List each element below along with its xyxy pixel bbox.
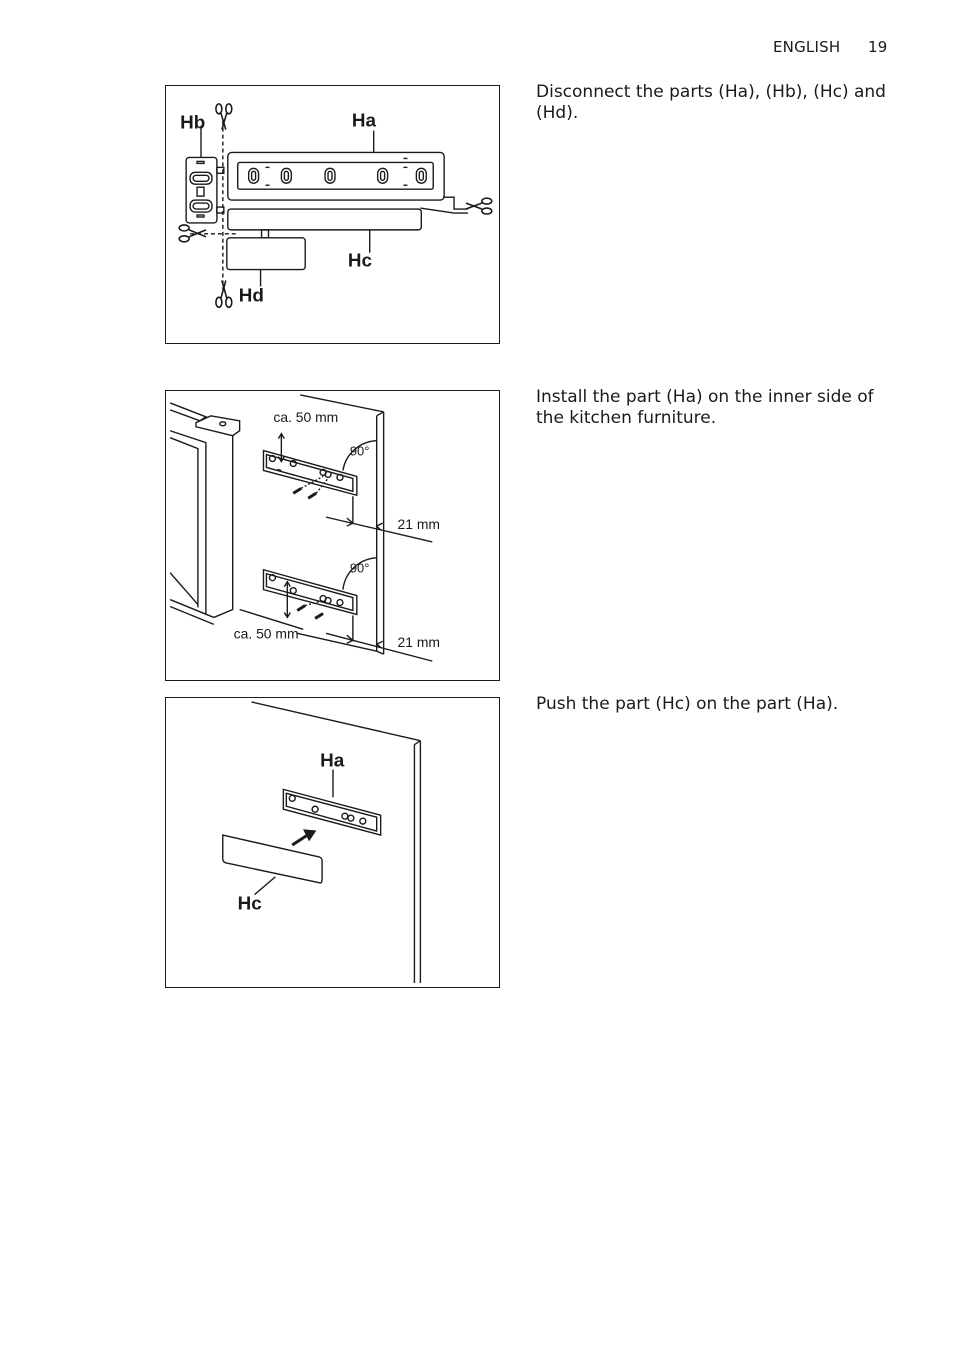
label-hc: Hc [348, 250, 372, 271]
push-part-illustration: Ha Hc [222, 701, 422, 984]
disconnect-parts-illustration: Hb Ha Hc Hd [178, 103, 493, 309]
angle-lower: 90° [350, 561, 370, 576]
dim-bottom-offset: ca. 50 mm [234, 625, 299, 641]
instruction-push: Push the part (Hc) on the part (Ha). [536, 694, 839, 714]
scissors-icon [465, 197, 493, 215]
install-part-illustration: ca. 50 mm 90° 21 mm 90° ca. 50 mm 21 mm [169, 394, 440, 662]
scissors-icon [215, 280, 233, 309]
label-hb: Hb [180, 112, 205, 133]
page-number: 19 [868, 38, 888, 56]
figure-install-part: ca. 50 mm 90° 21 mm 90° ca. 50 mm 21 mm [165, 390, 500, 681]
label-hd: Hd [239, 284, 264, 305]
scissors-icon [215, 103, 233, 130]
label-ha: Ha [352, 110, 377, 131]
dim-lower-edge: 21 mm [398, 634, 440, 650]
label-hc: Hc [238, 893, 262, 914]
language-label: ENGLISH [773, 38, 841, 56]
label-ha: Ha [320, 750, 345, 771]
figure-push-part: Ha Hc [165, 697, 500, 988]
instruction-install: Install the part (Ha) on the inner side … [536, 387, 874, 428]
scissors-icon [178, 224, 207, 243]
figure-disconnect-parts: Hb Ha Hc Hd [165, 85, 500, 344]
instruction-disconnect: Disconnect the parts (Ha), (Hb), (Hc) an… [536, 82, 886, 123]
dim-upper-edge: 21 mm [398, 516, 440, 532]
angle-upper: 90° [350, 444, 370, 459]
dim-top-offset: ca. 50 mm [273, 409, 338, 425]
